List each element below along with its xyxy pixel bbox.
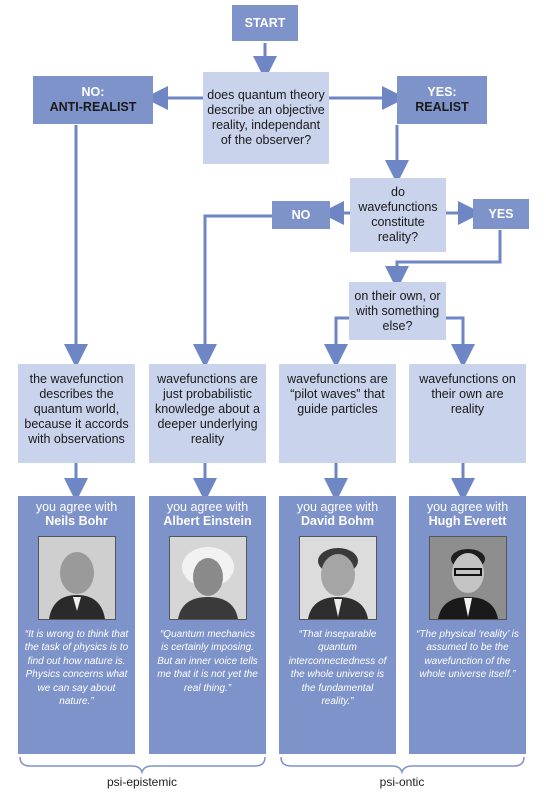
person-card-bohm: you agree with David Bohm “That insepara… — [279, 496, 396, 754]
person-name: Hugh Everett — [428, 514, 507, 528]
portrait-photo — [168, 536, 247, 620]
agree-label: you agree with — [296, 500, 379, 514]
start-node: START — [232, 5, 298, 41]
realist-node: YES: REALIST — [397, 76, 487, 124]
anti-realist-node: NO: ANTI-REALIST — [33, 76, 153, 124]
start-label: START — [244, 15, 286, 30]
realist-label: REALIST — [415, 100, 469, 114]
portrait-photo — [37, 536, 116, 620]
question-objective-reality: does quantum theory describe an objectiv… — [203, 72, 329, 164]
quote-text: “Quantum mechanics is certainly imposing… — [157, 629, 258, 694]
outcome3-text: wavefunctions are “pilot waves” that gui… — [287, 372, 388, 416]
outcome-bohm: wavefunctions are “pilot waves” that gui… — [279, 364, 396, 463]
outcome-einstein: wavefunctions are just probabilistic kno… — [149, 364, 266, 463]
person-name: Neils Bohr — [45, 514, 108, 528]
agree-label: you agree with — [426, 500, 509, 514]
no2-label: NO — [291, 207, 311, 222]
yes2-label: YES — [488, 206, 514, 221]
question1-text: does quantum theory describe an objectiv… — [207, 88, 325, 147]
question3-text: on their own, or with something else? — [354, 288, 441, 333]
no-label: NO: — [81, 85, 105, 99]
psi-epistemic-label: psi-epistemic — [106, 775, 178, 789]
question2-text: do wavefunctions constitute reality? — [358, 185, 438, 244]
question-on-their-own: on their own, or with something else? — [349, 282, 446, 340]
agree-label: you agree with — [166, 500, 249, 514]
outcome-everett: wavefunctions on their own are reality — [409, 364, 526, 463]
outcome-bohr: the wavefunction describes the quantum w… — [18, 364, 135, 463]
quote-text: “It is wrong to think that the task of p… — [24, 629, 129, 708]
outcome1-text: the wavefunction describes the quantum w… — [24, 372, 129, 446]
outcome4-text: wavefunctions on their own are reality — [419, 372, 516, 416]
person-name: Albert Einstein — [163, 514, 252, 528]
yes-label: YES: — [427, 85, 457, 99]
person-name: David Bohm — [301, 514, 374, 528]
question-wavefunctions-reality: do wavefunctions constitute reality? — [350, 178, 446, 252]
quote-text: “That inseparable quantum interconnected… — [288, 629, 387, 708]
psi-ontic-label: psi-ontic — [379, 775, 425, 789]
yes-node: YES — [473, 199, 529, 229]
person-card-bohr: you agree with Neils Bohr “It is wrong t… — [18, 496, 135, 754]
portrait-photo — [428, 536, 507, 620]
agree-label: you agree with — [35, 500, 118, 514]
outcome2-text: wavefunctions are just probabilistic kno… — [155, 372, 260, 446]
portrait-photo — [298, 536, 377, 620]
person-card-einstein: you agree with Albert Einstein “Quantum … — [149, 496, 266, 754]
quote-text: “The physical ‘reality’ is assumed to be… — [416, 629, 519, 681]
anti-realist-label: ANTI-REALIST — [49, 100, 137, 114]
person-card-everett: you agree with Hugh Everett “The physica… — [409, 496, 526, 754]
no-node: NO — [272, 201, 330, 229]
